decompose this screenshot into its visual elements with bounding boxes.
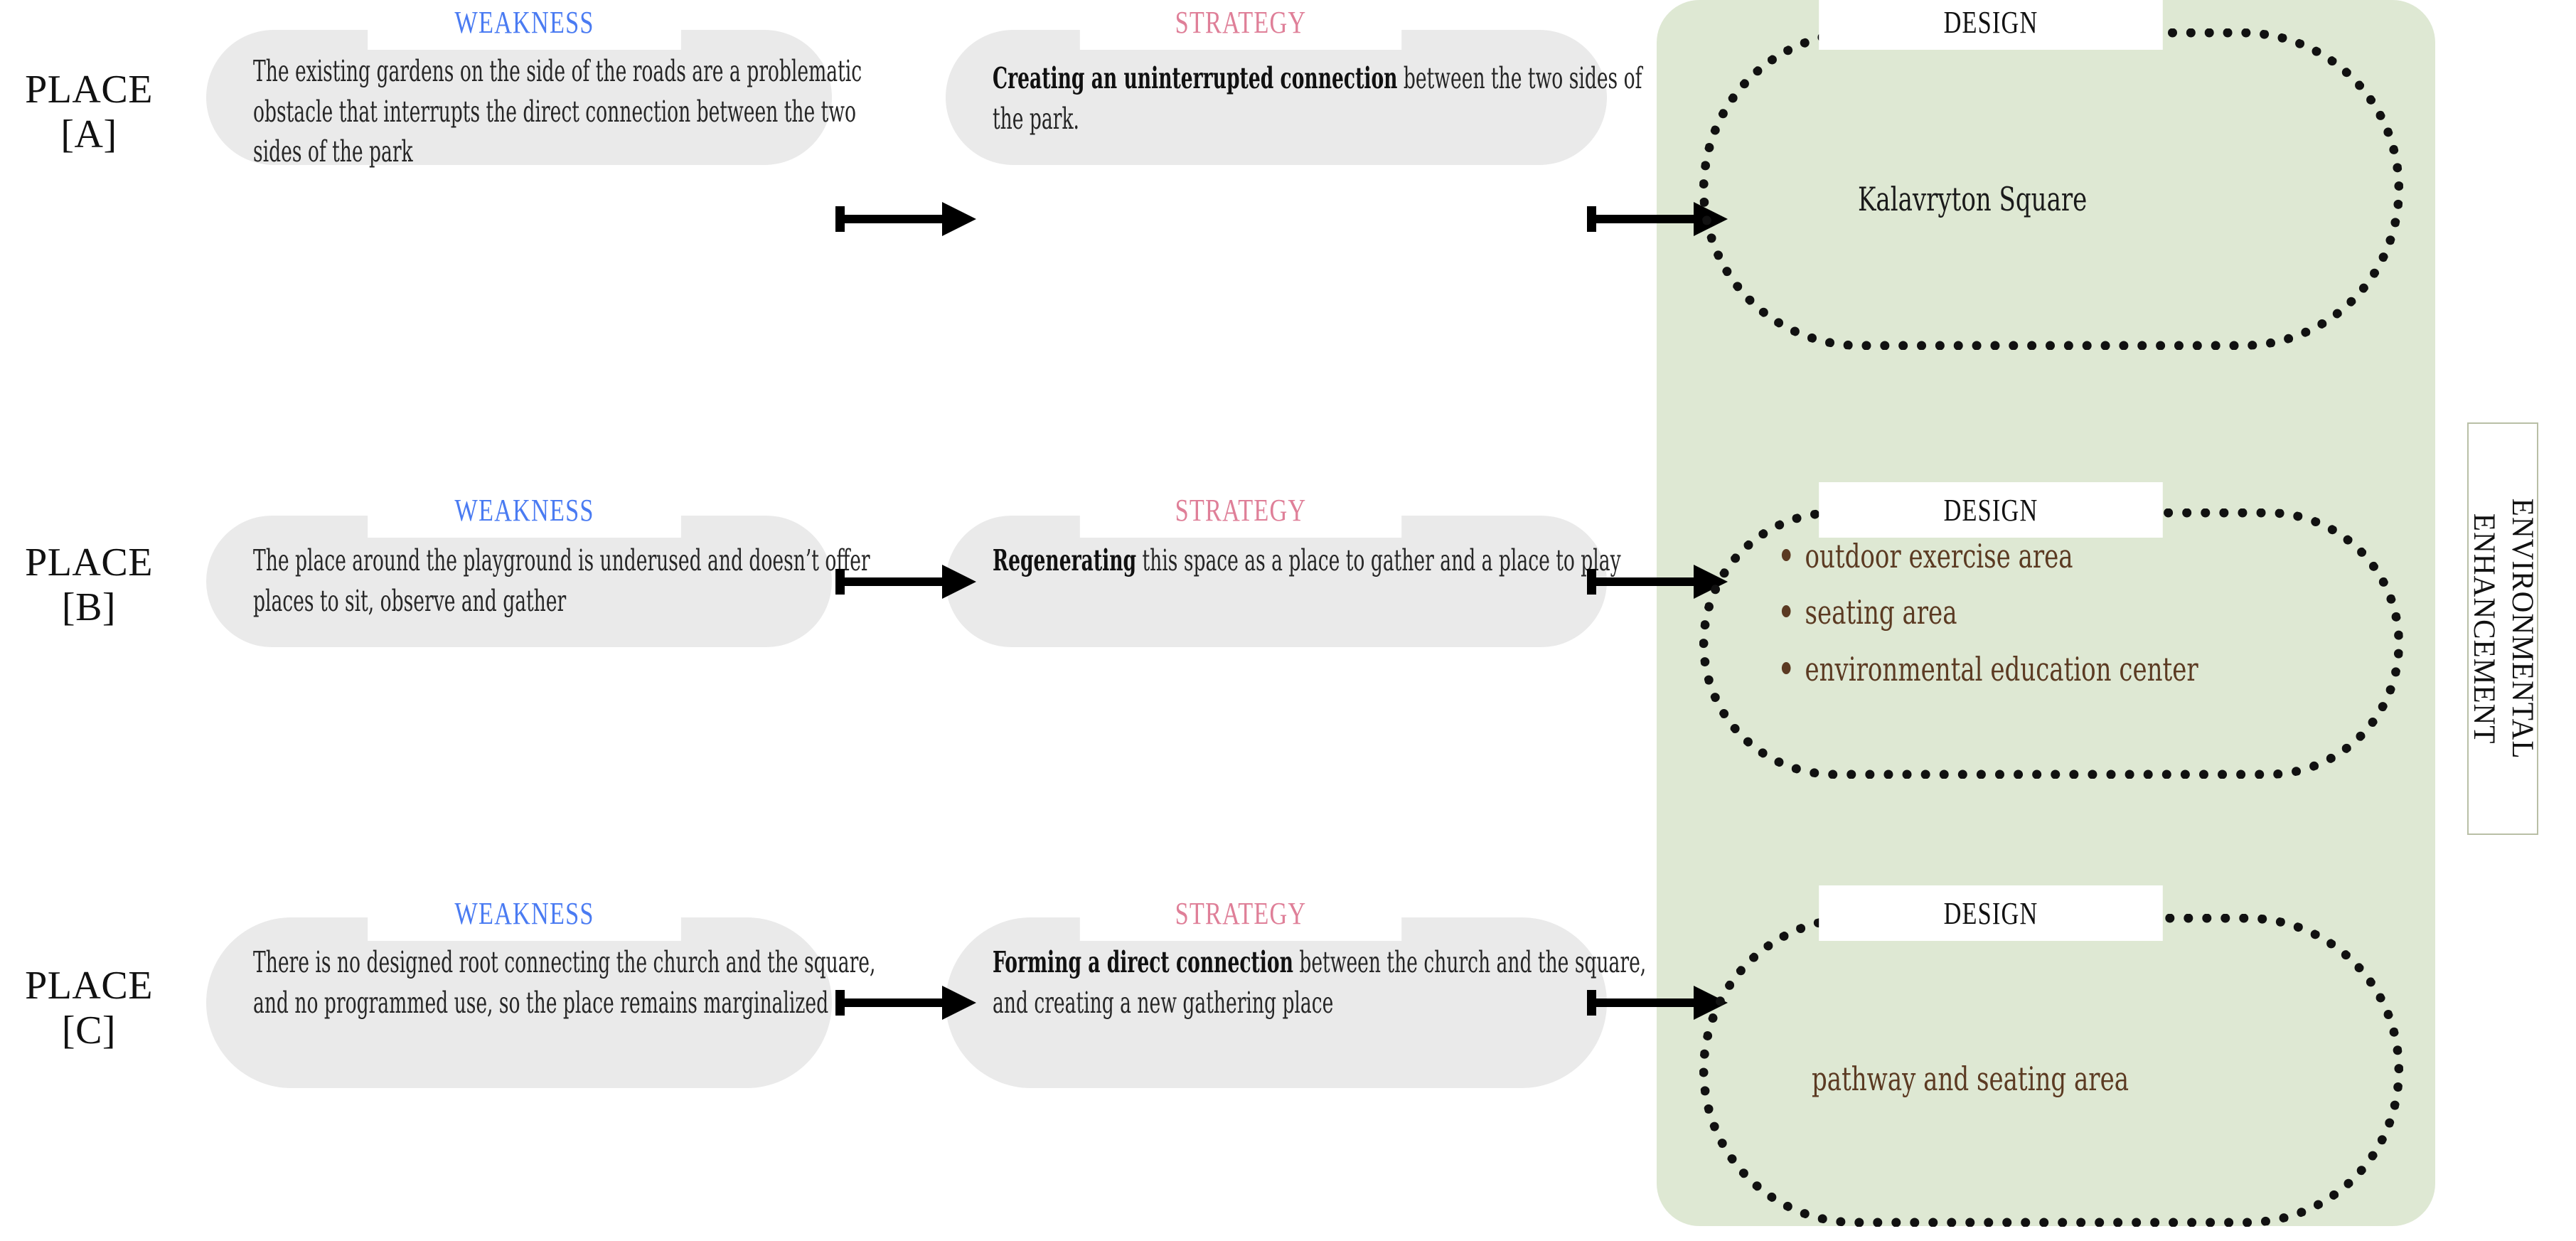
strategy-rest-a: between the two sides of the park.: [993, 61, 1642, 136]
design-item-label: outdoor exercise area: [1805, 537, 2073, 575]
place-label-b-line2: [B]: [61, 585, 117, 629]
arrow-weakness-to-strategy-b: [835, 560, 978, 603]
strategy-rest-c: between the church and the square, and c…: [993, 945, 1647, 1020]
place-label-c-line1: PLACE: [25, 964, 153, 1008]
design-item-label: environmental education center: [1805, 649, 2198, 688]
strategy-bold-b: Regenerating: [993, 543, 1137, 577]
place-label-a: PLACE [A]: [0, 68, 178, 156]
weakness-text-b: The place around the playground is under…: [253, 543, 870, 618]
place-label-c: PLACE [C]: [0, 964, 178, 1053]
weakness-text-a: The existing gardens on the side of the …: [253, 54, 862, 169]
env-label-line1: ENVIRONMENTAL: [2505, 498, 2539, 760]
design-list-b: outdoor exercise area seating area envir…: [1778, 533, 2462, 703]
strategy-tag-b: STRATEGY: [1079, 482, 1402, 538]
place-label-a-line2: [A]: [60, 112, 117, 156]
bullet-dot-icon: [1781, 549, 1791, 561]
environmental-enhancement-label-box: ENVIRONMENTAL ENHANCEMENT: [2464, 422, 2541, 835]
env-label-line2: ENHANCEMENT: [2467, 513, 2501, 745]
design-tag-a: DESIGN: [1819, 0, 2163, 50]
strategy-tag-c: STRATEGY: [1079, 885, 1402, 941]
place-label-b: PLACE [B]: [0, 540, 178, 629]
bullet-dot-icon: [1781, 605, 1791, 618]
place-row-a: PLACE [A] The existing gardens on the si…: [0, 0, 2576, 398]
design-list-item: outdoor exercise area: [1778, 533, 2462, 580]
strategy-text-b: Regenerating this space as a place to ga…: [993, 540, 1653, 581]
arrow-weakness-to-strategy-c: [835, 981, 978, 1024]
strategy-text-c: Forming a direct connection between the …: [993, 942, 1653, 1023]
place-label-a-line1: PLACE: [25, 68, 153, 112]
design-tag-b: DESIGN: [1819, 482, 2163, 538]
environmental-enhancement-label: ENVIRONMENTAL ENHANCEMENT: [2464, 499, 2541, 760]
place-label-b-line1: PLACE: [25, 540, 153, 585]
weakness-text-c: There is no designed root connecting the…: [253, 945, 876, 1020]
design-item-label: seating area: [1805, 593, 1957, 632]
place-row-b: PLACE [B] The place around the playgroun…: [0, 398, 2576, 779]
strategy-bold-c: Forming a direct connection: [993, 945, 1293, 979]
weakness-pill-c: There is no designed root connecting the…: [206, 917, 875, 1088]
weakness-pill-a: The existing gardens on the side of the …: [206, 30, 862, 169]
arrow-weakness-to-strategy-a: [835, 198, 978, 240]
design-tag-c: DESIGN: [1819, 885, 2163, 941]
strategy-pill-a: Creating an uninterrupted connection bet…: [946, 30, 1642, 165]
strategy-bold-a: Creating an uninterrupted connection: [993, 61, 1398, 95]
place-row-c: PLACE [C] There is no designed root conn…: [0, 775, 2576, 1241]
weakness-tag-c: WEAKNESS: [368, 885, 681, 941]
bullet-dot-icon: [1781, 661, 1791, 674]
place-label-c-line2: [C]: [61, 1008, 117, 1053]
design-list-item: seating area: [1778, 590, 2462, 636]
strategy-rest-b: this space as a place to gather and a pl…: [1136, 543, 1621, 577]
weakness-tag-b: WEAKNESS: [368, 482, 681, 538]
strategy-tag-a: STRATEGY: [1079, 0, 1402, 50]
strategy-text-a: Creating an uninterrupted connection bet…: [993, 58, 1653, 139]
strategy-pill-c: Forming a direct connection between the …: [946, 917, 1646, 1088]
design-text-a: Kalavryton Square: [1858, 180, 2088, 218]
design-list-item: environmental education center: [1778, 646, 2462, 693]
design-text-c: pathway and seating area: [1812, 1060, 2129, 1098]
weakness-tag-a: WEAKNESS: [368, 0, 681, 50]
